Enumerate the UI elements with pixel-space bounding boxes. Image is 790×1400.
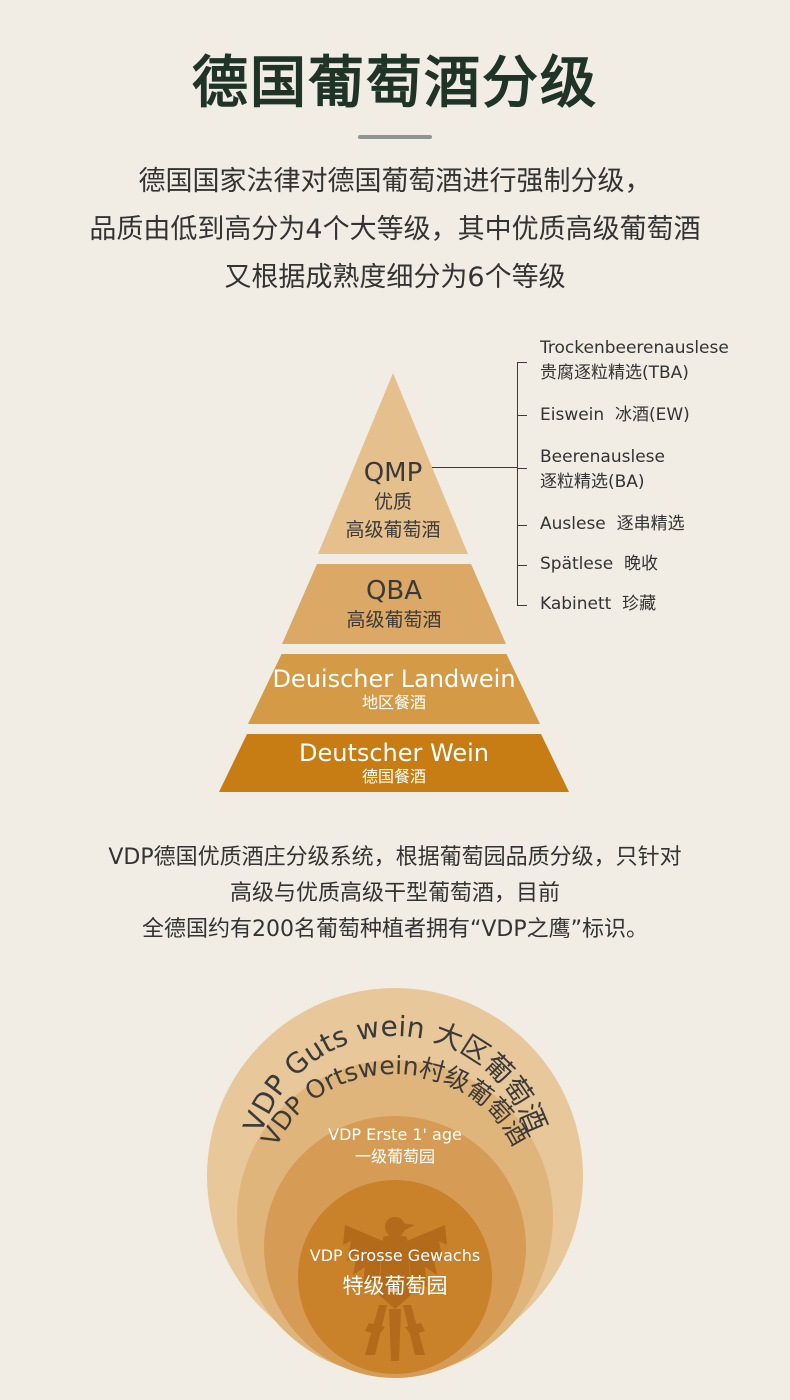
connector-vertical: [517, 362, 518, 606]
ring-label-grosse-cn: 特级葡萄园: [342, 1274, 448, 1298]
ring-label-erste-cn: 一级葡萄园: [354, 1147, 435, 1166]
connector-tick: [517, 605, 527, 606]
intro-line: 德国国家法律对德国葡萄酒进行强制分级，: [138, 166, 652, 197]
qmp-level-ba: Beerenauslese 逐粒精选(BA): [540, 445, 665, 495]
connector-tick: [517, 468, 527, 469]
vdp-arc-labels: VDP Guts wein 大区葡萄酒 VDP Ortswein村级葡萄酒: [237, 1010, 553, 1151]
level-de: Eiswein: [540, 405, 605, 425]
page-title: 德国葡萄酒分级: [192, 50, 598, 116]
vdp-line: 全德国约有200名葡萄种植者拥有“VDP之鹰”标识。: [141, 917, 649, 942]
ring-label-erste: VDP Erste 1' age 一级葡萄园: [264, 1124, 526, 1168]
level-de: Trockenbeerenauslese: [540, 338, 729, 358]
qmp-level-tba: Trockenbeerenauslese 贵腐逐粒精选(TBA): [540, 336, 729, 386]
level-cn: 逐串精选: [616, 514, 685, 534]
level-de: Spätlese: [540, 554, 614, 574]
level-cn: 珍藏: [622, 594, 657, 614]
intro-text: 德国国家法律对德国葡萄酒进行强制分级， 品质由低到高分为4个大等级，其中优质高级…: [0, 158, 790, 302]
level-cn: 贵腐逐粒精选(TBA): [540, 363, 689, 383]
qmp-level-eiswein: Eiswein 冰酒(EW): [540, 403, 690, 428]
pyramid-tier-wein: Deutscher Wein 德国餐酒: [219, 734, 569, 792]
ring-label-erste-de: VDP Erste 1' age: [328, 1125, 462, 1144]
level-cn: 冰酒(EW): [615, 405, 690, 425]
tier-name: QMP: [363, 458, 423, 488]
vdp-line: 高级与优质高级干型葡萄酒，目前: [229, 881, 560, 906]
eagle-icon: [343, 1217, 447, 1361]
qmp-level-spatlese: Spätlese 晚收: [540, 552, 658, 577]
tier-name: QBA: [365, 576, 423, 606]
tier-label: 优质: [373, 491, 412, 513]
connector-tick: [517, 415, 527, 416]
pyramid-tier-qba: QBA 高级葡萄酒: [282, 564, 506, 644]
level-cn: 晚收: [623, 554, 658, 574]
level-de: Kabinett: [540, 594, 612, 614]
intro-line: 品质由低到高分为4个大等级，其中优质高级葡萄酒: [89, 214, 701, 245]
qmp-level-kabinett: Kabinett 珍藏: [540, 592, 656, 617]
connector-horizontal: [432, 467, 517, 468]
pyramid-tier-landwein: Deuischer Landwein 地区餐酒: [248, 654, 540, 724]
level-de: Auslese: [540, 514, 606, 534]
connector-tick: [517, 525, 527, 526]
level-de: Beerenauslese: [540, 447, 665, 467]
title-divider: [358, 135, 432, 139]
tier-name: Deuischer Landwein: [272, 665, 516, 693]
vdp-line: VDP德国优质酒庄分级系统，根据葡萄园品质分级，只针对: [108, 845, 682, 870]
tier-label: 地区餐酒: [361, 693, 426, 712]
tier-name: Deutscher Wein: [298, 739, 489, 767]
ring-label-grosse: VDP Grosse Gewachs 特级葡萄园: [298, 1244, 492, 1304]
pyramid-tier-qmp: QMP 优质 高级葡萄酒: [318, 373, 468, 554]
ring-label-grosse-de: VDP Grosse Gewachs: [309, 1246, 481, 1265]
level-cn: 逐粒精选(BA): [540, 472, 645, 492]
tier-label: 德国餐酒: [361, 767, 426, 786]
intro-line: 又根据成熟度细分为6个等级: [224, 262, 566, 293]
qmp-level-auslese: Auslese 逐串精选: [540, 512, 685, 537]
vdp-description: VDP德国优质酒庄分级系统，根据葡萄园品质分级，只针对 高级与优质高级干型葡萄酒…: [0, 840, 790, 948]
tier-label: 高级葡萄酒: [346, 609, 442, 631]
tier-label: 高级葡萄酒: [345, 519, 441, 541]
connector-tick: [517, 565, 527, 566]
connector-tick: [517, 362, 527, 363]
